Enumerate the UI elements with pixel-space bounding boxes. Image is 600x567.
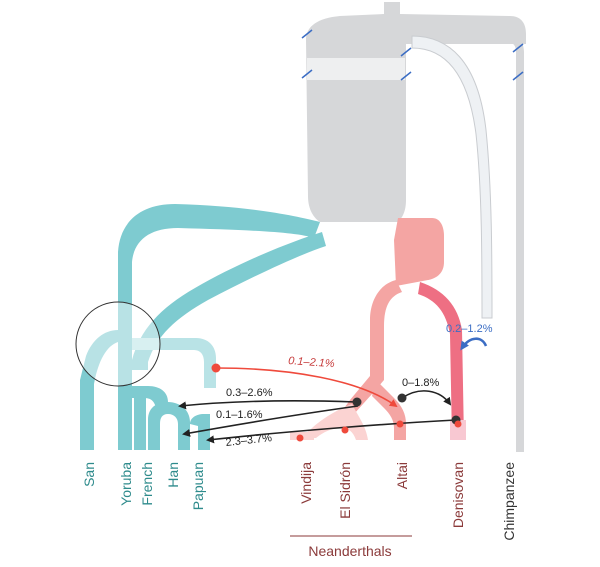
label-han: Han	[165, 462, 181, 488]
label-san: San	[81, 462, 97, 487]
label-neanderthal-to-nonafrican: 0.1–2.1%	[288, 355, 335, 370]
gene-flow-arrows	[178, 337, 488, 444]
label-vindija: Vindija	[298, 462, 314, 504]
source-dot-red	[211, 363, 221, 373]
label-chimpanzee: Chimpanzee	[501, 462, 517, 541]
eurasian-branch	[132, 386, 168, 408]
san-branch	[80, 330, 118, 450]
modern-human-wide-branch	[132, 232, 326, 370]
han-papuan-branch	[148, 402, 190, 450]
gene-flow-neanderthal-to-denisovan	[401, 390, 452, 406]
ancestral-band	[307, 58, 405, 80]
modern-human-ancestor-branch	[118, 204, 320, 450]
gene-flow-to-french	[178, 400, 357, 410]
denisovan-sample-dot	[454, 420, 462, 428]
label-neanderthal-to-french: 0.3–2.6%	[226, 387, 273, 399]
gene-flow-labels: 0.1–2.1% 0.3–2.6% 0.1–1.6% 2.3–3.7% 0–1.…	[216, 323, 493, 449]
label-ghost-to-denisovan: 0.2–1.2%	[446, 323, 493, 335]
label-denisovan: Denisovan	[450, 462, 466, 528]
label-altai: Altai	[394, 462, 410, 489]
label-neanderthal-to-han: 0.1–1.6%	[216, 409, 263, 421]
label-french: French	[139, 462, 155, 506]
label-denisovan-to-papuan: 2.3–3.7%	[225, 432, 273, 449]
denisovan-branch	[418, 282, 464, 440]
gene-flow-ghost-to-denisovan	[460, 337, 488, 351]
source-dot-altai	[397, 393, 407, 403]
vindija-elsidron-branch	[300, 404, 368, 440]
gene-flow-denisovan-to-papuan	[206, 419, 457, 444]
ancestral-column	[306, 2, 526, 222]
label-papuan: Papuan	[190, 462, 206, 510]
neanderthals-group-label: Neanderthals	[308, 543, 391, 559]
label-neanderthal-to-denisovan: 0–1.8%	[402, 377, 440, 389]
source-dot-neanderthal	[352, 397, 362, 407]
label-yoruba: Yoruba	[118, 462, 134, 506]
french-branch	[134, 396, 146, 450]
altai-branch	[372, 380, 406, 440]
population-labels: San Yoruba French Han Papuan Vindija El …	[81, 462, 517, 541]
archaic-tree	[290, 218, 466, 440]
ancestral-trunk	[301, 2, 526, 452]
denisovan-tip	[450, 420, 466, 440]
axis-break-marks	[301, 29, 524, 81]
altai-sample-dot	[396, 420, 404, 428]
yoruba-branch	[118, 300, 132, 450]
label-el-sidron: El Sidrón	[337, 462, 353, 519]
gene-flow-to-han	[182, 405, 359, 437]
vindija-sample-dot	[296, 434, 304, 442]
gene-flow-neanderthal-to-nonafrican	[215, 367, 398, 408]
chimpanzee-branch	[506, 34, 524, 452]
nonafrican-branch	[132, 338, 216, 388]
african-split-circle	[75, 301, 161, 387]
neanderthal-branch	[340, 280, 402, 414]
ghost-lineage	[411, 35, 493, 319]
elsidron-sample-dot	[341, 426, 349, 434]
archaic-ancestor-branch	[394, 218, 444, 286]
papuan-branch	[190, 414, 210, 450]
modern-human-tree	[75, 204, 326, 450]
